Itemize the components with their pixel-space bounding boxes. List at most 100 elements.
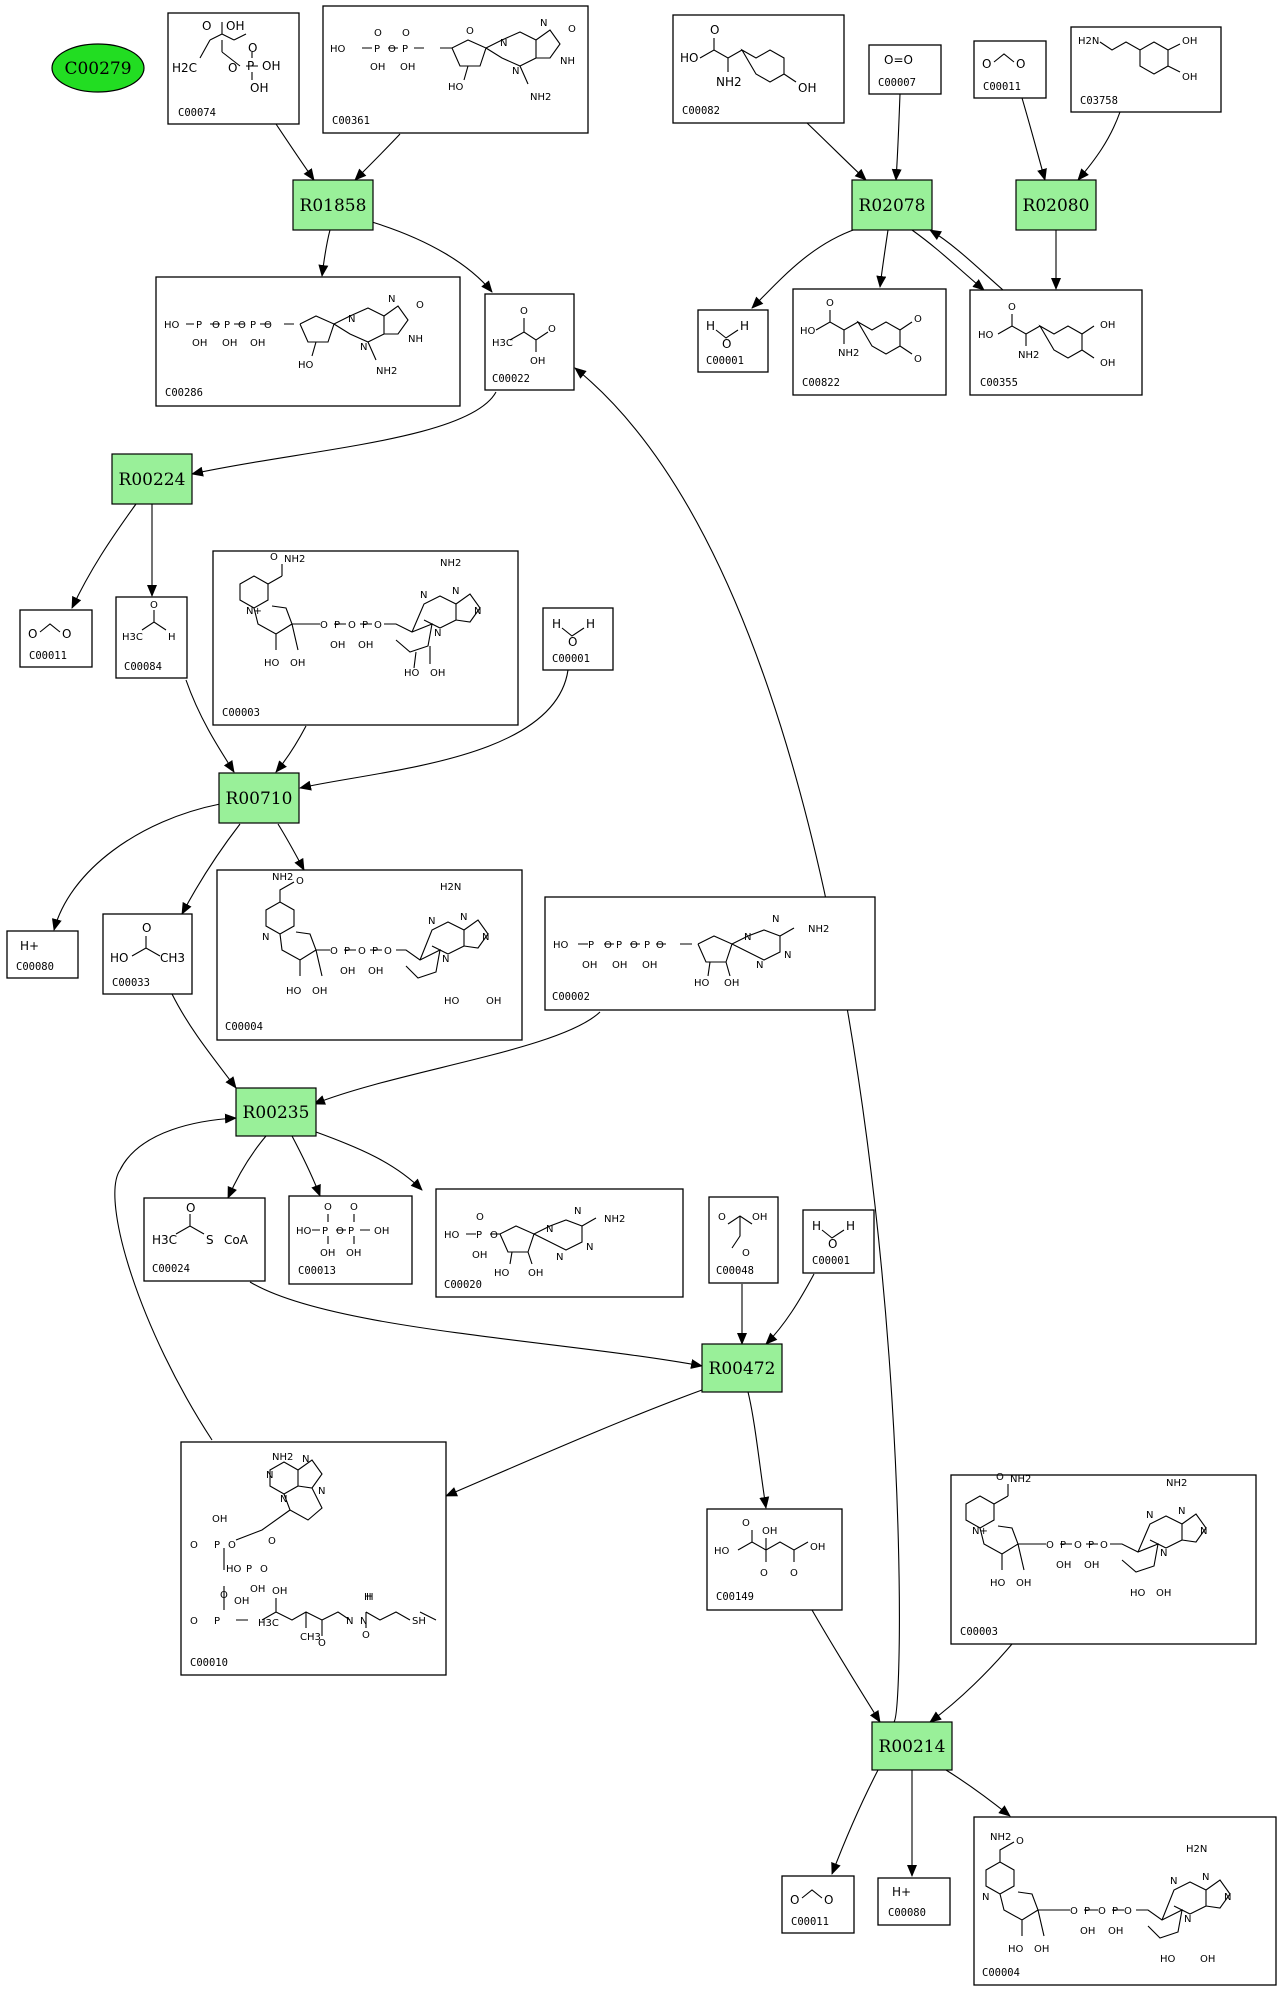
svg-text:P: P [344,946,350,957]
compound-C00149[interactable]: HO O OH O OH O C00149 [706,1508,843,1611]
edges [52,93,1121,1877]
compound-C00822[interactable]: HO O NH2 O O C00822 [792,288,947,396]
svg-text:O: O [914,354,922,365]
svg-text:OH: OH [374,1226,389,1237]
svg-text:P: P [374,44,380,55]
svg-text:OH: OH [1200,1954,1215,1965]
edge [929,1643,1013,1723]
svg-text:N: N [442,954,449,965]
svg-text:N: N [460,912,467,923]
svg-text:CH3: CH3 [300,1632,321,1643]
svg-text:H: H [846,1219,855,1233]
svg-text:P: P [476,1230,482,1241]
reaction-R01858[interactable]: R01858 [292,179,374,231]
svg-text:OH: OH [320,1248,335,1259]
svg-text:N: N [482,932,489,943]
compound-C00355[interactable]: HO O NH2 OH OH C00355 [969,289,1143,396]
compound-C00003[interactable]: NH2 O N+ NH2 N N N N O P O P O OH OH HO … [950,1472,1257,1645]
svg-text:OH: OH [1100,320,1115,331]
compound-C00004[interactable]: NH2 O N H2N N N N N O P O P O OH OH HO O… [216,869,523,1041]
compound-C00003[interactable]: NH2 O N+ NH2 N N N N O P O P O OH OH HO … [212,550,519,726]
compound-C00020[interactable]: HO P O OH O N N N N NH2 HO OH C00020 [435,1188,684,1298]
svg-text:H2N: H2N [1186,1844,1207,1855]
svg-text:N: N [512,66,519,77]
reaction-R02078[interactable]: R02078 [851,179,933,231]
compound-C00004[interactable]: NH2 O N H2N N N N N O P O P O OH OH HO O… [973,1816,1277,1986]
compound-C00013[interactable]: O O HO P O P OH OH OH C00013 [288,1195,413,1285]
compound-C00048[interactable]: O OH O C00048 [708,1196,779,1284]
structure: H3C O S CoA [152,1201,249,1247]
edge [1077,111,1121,181]
compound-C00080[interactable]: H+ C00080 [6,930,79,979]
svg-text:H: H [586,617,595,631]
edge [445,1389,703,1497]
svg-text:OH: OH [346,1248,361,1259]
svg-text:O: O [1100,1540,1108,1551]
svg-text:HO: HO [264,658,280,669]
svg-text:O: O [388,44,396,55]
compound-C00361[interactable]: HO P O OH O P O OH O HO N N N NH O NH2 C… [322,5,589,134]
svg-text:OH: OH [250,338,265,349]
compound-C00011[interactable]: O O C00011 [973,40,1047,99]
svg-text:O: O [1016,1836,1024,1847]
svg-text:OH: OH [1182,72,1197,83]
reaction-R00235[interactable]: R00235 [235,1087,317,1137]
compound-C00286[interactable]: HO P O P O P O OH OH OH HO N N N NH O NH… [155,276,461,407]
compound-C00001[interactable]: H O H C00001 [542,607,614,671]
compound-C00033[interactable]: HO O CH3 C00033 [102,913,193,995]
svg-text:NH2: NH2 [272,872,293,883]
compound-C00024[interactable]: H3C O S CoA C00024 [143,1197,266,1282]
compound-C03758[interactable]: H2N OH OH C03758 [1070,26,1222,113]
edge [354,133,401,181]
compound-C00022[interactable]: O H3C O OH C00022 [484,293,575,391]
compound-C00011[interactable]: O O C00011 [19,609,93,668]
structure: O O [790,1889,833,1907]
svg-text:N: N [1200,1526,1207,1537]
compound-id: C00004 [225,1021,263,1033]
edge [811,1609,881,1723]
reaction-label: R00472 [709,1359,776,1379]
compound-id: C03758 [1080,95,1118,107]
svg-text:O: O [742,1248,750,1259]
compound-C00074[interactable]: OH O OH H2C O P OH O C00074 [167,12,300,125]
edge [911,229,985,291]
compound-C00082[interactable]: HO O NH2 OH C00082 [672,14,845,124]
structure: H O H [706,319,749,351]
compound-C00011[interactable]: O O C00011 [781,1875,855,1934]
reaction-R00224[interactable]: R00224 [111,453,193,505]
reaction-R00710[interactable]: R00710 [218,772,300,824]
svg-text:N: N [982,1892,989,1903]
edge [181,823,241,915]
svg-text:O: O [1046,1540,1054,1551]
svg-text:OH: OH [1016,1578,1031,1589]
svg-text:HO: HO [164,320,180,331]
svg-text:HO: HO [286,986,302,997]
compound-C00002[interactable]: HO P O P O P O OH OH OH N N N N NH2 HO O… [544,896,876,1011]
compound-id: C00286 [165,387,203,399]
svg-text:HO: HO [714,1546,730,1557]
svg-text:OH: OH [192,338,207,349]
compound-id: C00001 [706,355,744,367]
compound-C00084[interactable]: H3C O H C00084 [115,596,188,679]
svg-text:H2N: H2N [440,882,461,893]
reaction-R00214[interactable]: R00214 [871,1721,953,1771]
svg-text:OH: OH [370,62,385,73]
compound-C00001[interactable]: H O H C00001 [697,309,769,373]
compound-C00010[interactable]: NH2 N N N N O OH O P O HO P O OH O P O O… [180,1441,447,1676]
svg-text:N: N [1170,1876,1177,1887]
compound-C00007[interactable]: O=O C00007 [868,44,942,95]
root-node[interactable]: C00279 [51,43,145,93]
svg-text:OH: OH [1156,1588,1171,1599]
svg-text:O: O [710,23,719,37]
structure: HO P O OH O P O OH O HO N N N NH O NH2 [330,18,576,103]
svg-text:HO: HO [226,1564,242,1575]
reaction-R00472[interactable]: R00472 [701,1343,783,1393]
edge [275,725,307,773]
reaction-R02080[interactable]: R02080 [1015,179,1097,231]
compound-C00080[interactable]: H+ C00080 [877,1877,951,1926]
edge [299,669,569,791]
structure: NH2 N N N N O OH O P O HO P O OH O P O O… [190,1452,437,1649]
reaction-label: R00235 [243,1103,310,1123]
edge [805,121,867,181]
compound-C00001[interactable]: H O H C00001 [802,1209,875,1274]
